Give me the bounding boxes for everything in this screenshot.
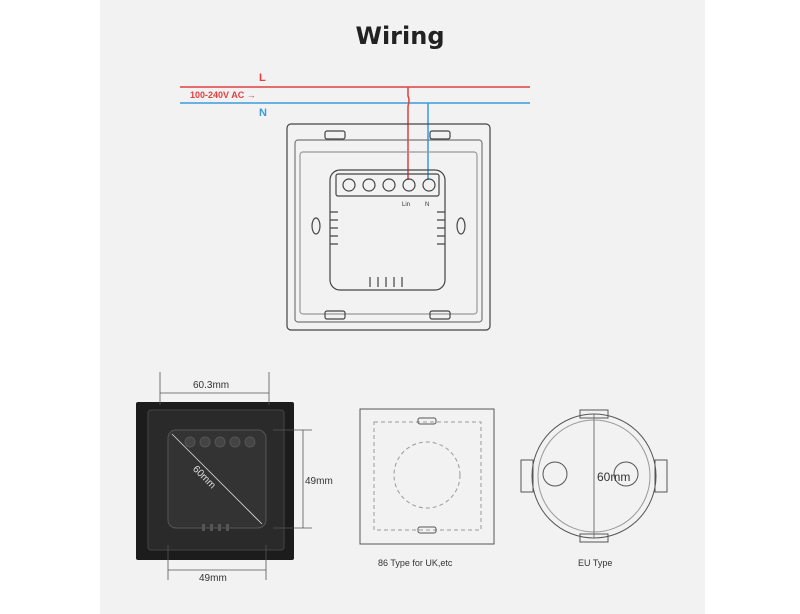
dimension-height: 49mm <box>305 476 333 487</box>
supply-label: 100-240V AC → <box>190 90 256 100</box>
uk-box-caption: 86 Type for UK,etc <box>378 558 453 568</box>
eu-box-caption: EU Type <box>578 558 613 568</box>
eu-box-dimension: 60mm <box>597 470 631 484</box>
switch-backplate <box>286 123 491 331</box>
terminal-label-n: N <box>425 202 430 208</box>
page-title: Wiring <box>355 22 445 50</box>
dimension-top-width: 60.3mm <box>193 380 230 391</box>
dimension-bottom-width: 49mm <box>199 573 227 584</box>
arrow-icon: → <box>246 90 256 100</box>
eu-box-diagram <box>520 409 668 543</box>
live-drop-wire <box>407 87 410 180</box>
terminal-label-lin: Lin <box>402 202 411 208</box>
neutral-label: N <box>259 107 267 119</box>
uk-box-diagram <box>359 408 495 545</box>
live-label: L <box>259 72 266 84</box>
